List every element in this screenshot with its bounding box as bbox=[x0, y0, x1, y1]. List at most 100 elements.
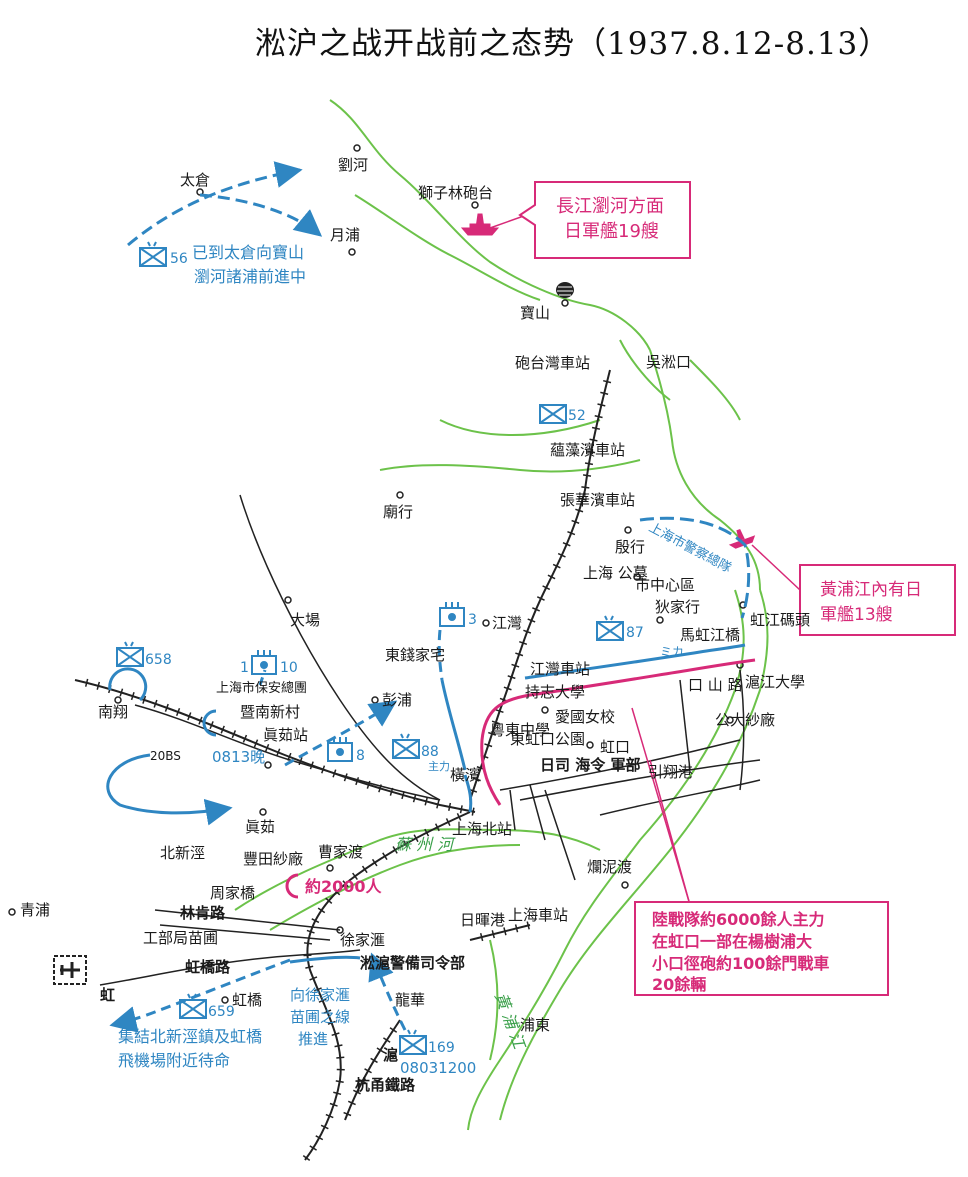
dot-hongqiao bbox=[221, 996, 229, 1004]
huangpu-east-bank bbox=[499, 589, 769, 1121]
label-miaohang: 廟行 bbox=[383, 503, 413, 521]
dot-qingpu bbox=[8, 908, 16, 916]
line-56-advance-1 bbox=[127, 161, 303, 247]
dot-dachang bbox=[284, 596, 292, 604]
page-title: 淞沪之战开战前之态势（1937.8.12-8.13） bbox=[255, 26, 891, 62]
railway-tie bbox=[334, 1044, 343, 1048]
callout-huangpu-fleet: 黃浦江內有日 軍艦13艘 bbox=[799, 564, 956, 636]
railway-tie bbox=[309, 976, 318, 981]
railway-tie bbox=[526, 921, 530, 930]
railway-tie bbox=[575, 508, 584, 513]
label-mahongjiang-bridge: 馬虹江橋 bbox=[680, 626, 740, 644]
huangpu-west-bank bbox=[467, 589, 745, 1131]
label-lanniidu: 爛泥渡 bbox=[587, 858, 632, 876]
wusong-creek-1 bbox=[619, 339, 671, 401]
label-zhoujiaqiao: 周家橋 bbox=[210, 884, 255, 902]
railway-tie bbox=[220, 725, 225, 734]
railway-tie bbox=[343, 1111, 352, 1117]
unit-3-id: 3 bbox=[468, 612, 477, 628]
unit-8-id: 8 bbox=[356, 748, 365, 764]
railway-tie bbox=[323, 1009, 332, 1014]
railway-tie bbox=[562, 542, 571, 547]
railway-tie bbox=[581, 486, 590, 489]
railway-tie bbox=[315, 1135, 324, 1141]
line-police bbox=[639, 516, 751, 619]
railway-tie bbox=[302, 1155, 311, 1161]
railway-tie bbox=[311, 918, 320, 924]
unit-87-note: ミカ bbox=[660, 645, 684, 659]
label-guangdong-middle-school: 粵東中學 bbox=[490, 721, 550, 739]
railway-tie bbox=[305, 965, 314, 969]
japanese-lines bbox=[285, 211, 801, 906]
railway-tie bbox=[325, 1113, 334, 1119]
railway-tie bbox=[361, 865, 368, 874]
label-pengpu: 彭浦 bbox=[382, 691, 412, 709]
fleet-huangpu-line2: 軍艦13艘 bbox=[820, 605, 893, 625]
dot-yinhang bbox=[624, 526, 632, 534]
label-japanese-navy-hq: 日司 海令 軍部 bbox=[540, 756, 640, 774]
railway-tie bbox=[527, 618, 536, 623]
railway-tie bbox=[389, 787, 394, 796]
railway-tie bbox=[424, 828, 430, 837]
label-hongjiang-wharf: 虹江碼頭 bbox=[750, 611, 810, 629]
river-layer bbox=[234, 99, 769, 1131]
yangtze-shore-inner bbox=[354, 194, 541, 301]
label-zhenru-station: 眞茹站 bbox=[263, 726, 308, 744]
railway-tie bbox=[276, 748, 281, 757]
label-hangyong-railway: 杭甬鐵路 bbox=[355, 1076, 416, 1094]
railway-tie bbox=[507, 675, 516, 680]
railway-tie bbox=[382, 852, 388, 860]
label-hongkou: 虹口 bbox=[600, 738, 630, 756]
railway-tie bbox=[514, 924, 519, 933]
railway-tie bbox=[366, 780, 371, 789]
railway-tie bbox=[343, 773, 348, 782]
railway-tie bbox=[603, 379, 612, 384]
railway-tie bbox=[552, 563, 561, 569]
line-87-front bbox=[524, 643, 746, 680]
label-hujiang-university: 滬江大學 bbox=[745, 673, 805, 691]
label-pudong: 浦東 bbox=[520, 1016, 550, 1034]
wusong-creek-3 bbox=[379, 459, 641, 473]
railway-tie bbox=[383, 1037, 391, 1043]
railway-tie bbox=[536, 596, 545, 601]
railway-tie bbox=[472, 777, 481, 782]
fleet-changjiang-line2: 日軍艦19艘 bbox=[564, 221, 659, 242]
railway-jinghu bbox=[74, 679, 476, 813]
label-yinhang: 殷行 bbox=[615, 538, 645, 556]
dot-xujiahui bbox=[336, 926, 344, 934]
label-nanxiang: 南翔 bbox=[98, 703, 128, 721]
railway-tie bbox=[532, 607, 540, 612]
railway-tie bbox=[392, 846, 398, 854]
label-longhua: 龍華 bbox=[395, 991, 425, 1009]
marines-line1: 陸戰隊約6000餘人主力 bbox=[652, 910, 825, 929]
railway-tie bbox=[84, 678, 89, 687]
line-659-advance bbox=[109, 958, 291, 1033]
label-jiangwan: 江灣 bbox=[492, 614, 522, 632]
fort-icon bbox=[556, 282, 574, 298]
railway-tie bbox=[313, 987, 322, 992]
railway-tie bbox=[424, 797, 428, 806]
railway-tie bbox=[547, 574, 556, 580]
dot-aiguo bbox=[541, 706, 549, 714]
railway-tie bbox=[445, 818, 451, 826]
railway-tie bbox=[600, 391, 609, 395]
unit-symbol-icon-8 bbox=[327, 737, 353, 762]
airfield-icon bbox=[53, 955, 87, 985]
railway-tie bbox=[320, 1124, 329, 1130]
unit-symbol-icon-169 bbox=[399, 1029, 427, 1055]
railway-tie bbox=[332, 769, 337, 778]
road-yinxiang bbox=[599, 779, 761, 816]
dot-jiangwan bbox=[482, 619, 490, 627]
label-jinan-xincun: 暨南新村 bbox=[240, 703, 300, 721]
label-hu: 滬 bbox=[383, 1046, 398, 1064]
label-zhenru: 眞茹 bbox=[245, 818, 275, 836]
callout-changjiang-fleet: 長江瀏河方面 日軍艦19艘 bbox=[518, 181, 691, 259]
road-gongda bbox=[739, 669, 745, 791]
railway-tie bbox=[309, 1145, 317, 1151]
unit-symbol-icon-3 bbox=[439, 602, 465, 627]
callout-marines: 陸戰隊約6000餘人主力 在虹口一部在楊樹浦大 小口徑砲約100餘門戰車 20餘… bbox=[634, 901, 889, 996]
railway-tie bbox=[231, 730, 237, 739]
railway-tie bbox=[336, 1056, 345, 1059]
railway-tie bbox=[597, 403, 606, 407]
